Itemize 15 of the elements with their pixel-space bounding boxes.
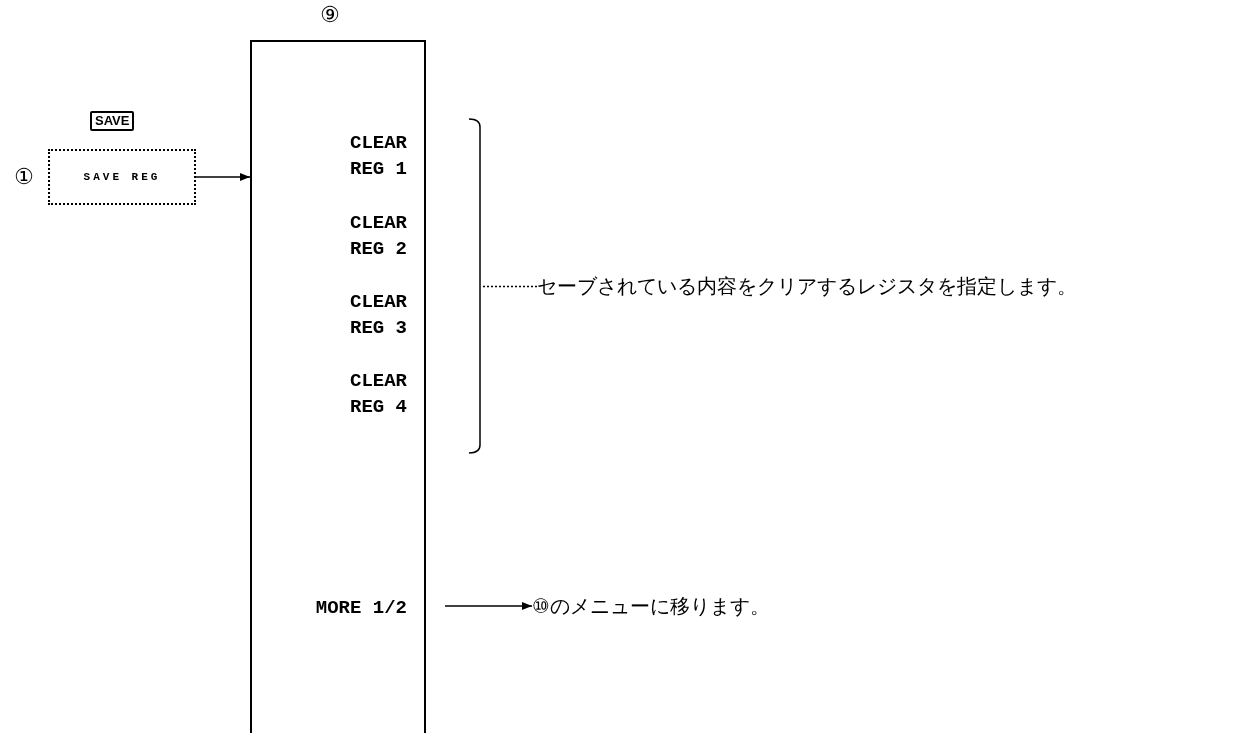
arrow <box>195 172 251 182</box>
note-text: ⑩のメニューに移ります。 <box>532 593 932 620</box>
callout-number: ⑨ <box>320 2 340 27</box>
softkey-label: SAVE REG <box>83 171 161 183</box>
hardkey-label: SAVE <box>90 111 135 131</box>
leader-line <box>481 285 538 288</box>
softkey-label: CLEAR REG 1 <box>327 130 407 182</box>
softkey-label: CLEAR REG 4 <box>327 368 407 420</box>
bracket <box>468 118 482 454</box>
softkey-label: MORE 1/2 <box>252 595 447 621</box>
callout-number: ① <box>14 164 34 189</box>
note-text: セーブされている内容をクリアするレジスタを指定します。 <box>537 273 1227 300</box>
softkey-label: CLEAR REG 3 <box>327 289 407 341</box>
softkey-label: CLEAR REG 2 <box>327 210 407 262</box>
arrow <box>444 601 533 611</box>
